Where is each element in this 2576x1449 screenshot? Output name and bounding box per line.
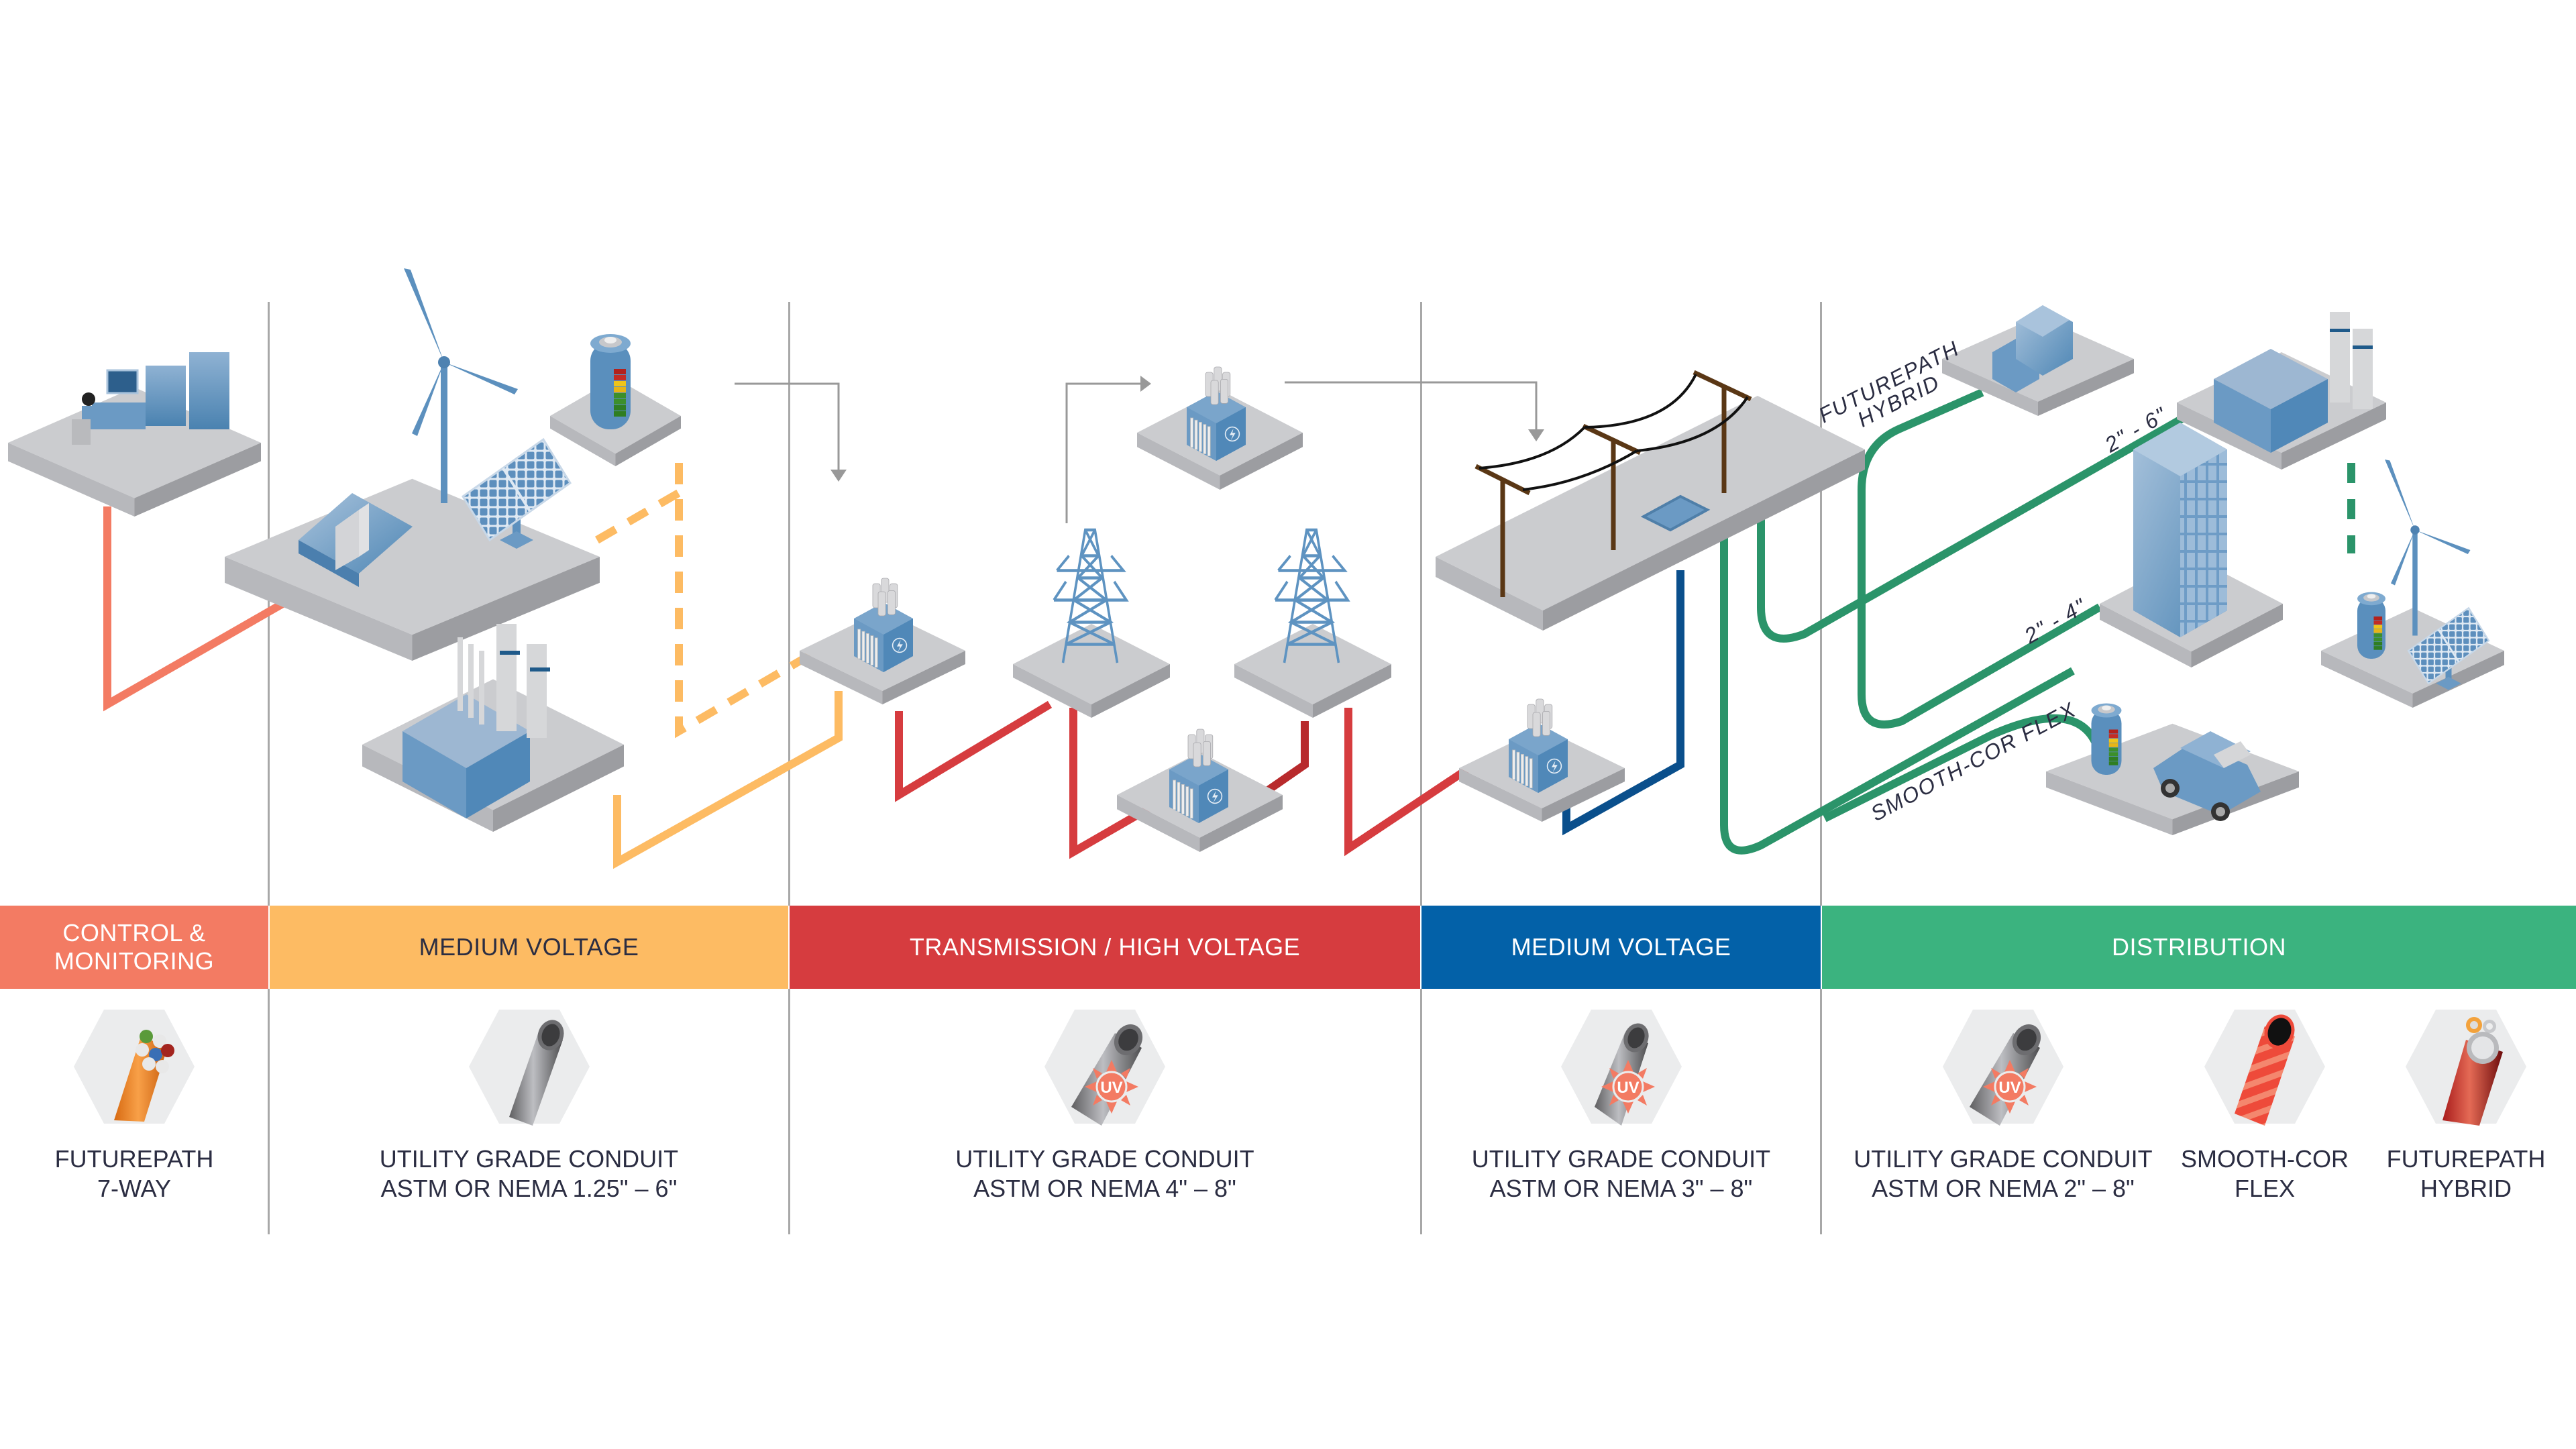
transformer-bottom (1117, 729, 1283, 852)
arrow-tower-to-transformer (1065, 382, 1140, 523)
gray-conduit-uv-icon: UV (1936, 1006, 2070, 1127)
wind-turbine (404, 268, 518, 503)
gray-conduit-uv-icon: UV (1554, 1006, 1688, 1127)
factory (2177, 312, 2386, 470)
utility-poles-platform (1436, 370, 1865, 631)
transmission-line-3 (1258, 721, 1309, 798)
house (1942, 305, 2134, 416)
uv-badge: UV (1100, 1079, 1122, 1097)
control-room (8, 352, 261, 517)
substation-transformer (1459, 698, 1625, 822)
arrow-battery-to-transformer (735, 382, 840, 470)
electric-car (2153, 731, 2261, 821)
segment-header-medium-voltage-sub: MEDIUM VOLTAGE (1421, 906, 1821, 989)
renewable-microgrid (2321, 460, 2504, 708)
futurepath-hybrid-conduit-icon (2399, 1006, 2533, 1127)
mv-dashed-line-2 (675, 463, 814, 739)
gray-conduit-uv-icon: UV (1038, 1006, 1172, 1127)
segment-header-transmission: TRANSMISSION / HIGH VOLTAGE (790, 906, 1420, 989)
distribution-line-hybrid (1858, 388, 2102, 729)
hydro-dam (225, 478, 600, 661)
uv-badge: UV (1617, 1079, 1639, 1097)
distribution-line-a (1720, 537, 2075, 855)
substation-line (1562, 570, 1684, 836)
transmission-line-1 (895, 700, 1053, 802)
transmission-tower-2 (1234, 530, 1391, 718)
power-plant (362, 624, 624, 832)
arrow-heads (830, 376, 1544, 482)
arrow-transformer-to-poles (1285, 381, 1538, 429)
column-divider (1420, 989, 1422, 1234)
column-divider (268, 989, 270, 1234)
ev-charging (2046, 703, 2299, 835)
mv-line (613, 691, 843, 869)
office-building (2100, 423, 2283, 667)
column-divider (788, 989, 790, 1234)
smooth-cor-flex-conduit-icon (2198, 1006, 2332, 1127)
distribution-line-flex (1823, 714, 2100, 822)
control-line (103, 506, 290, 712)
step-up-transformer (800, 578, 965, 704)
transformer-top (1137, 366, 1303, 490)
transmission-line-2 (1069, 708, 1163, 859)
distribution-line-b (1757, 412, 2189, 643)
transmission-line-4 (1344, 708, 1472, 857)
conduit-lines (103, 388, 2355, 869)
transmission-tower-1 (1013, 530, 1170, 718)
mv-dashed-line-1 (595, 486, 686, 544)
segment-header-medium-voltage-gen: MEDIUM VOLTAGE (270, 906, 788, 989)
battery-storage (550, 334, 681, 466)
segment-header-distribution: DISTRIBUTION (1822, 906, 2576, 989)
column-divider (1820, 989, 1822, 1234)
futurepath-7way-conduit-icon (67, 1006, 201, 1127)
column-dividers (268, 302, 1822, 906)
gray-conduit-icon (462, 1006, 596, 1127)
uv-badge: UV (1998, 1079, 2021, 1097)
flow-arrows (735, 381, 1538, 523)
segment-header-control: CONTROL &MONITORING (0, 906, 268, 989)
